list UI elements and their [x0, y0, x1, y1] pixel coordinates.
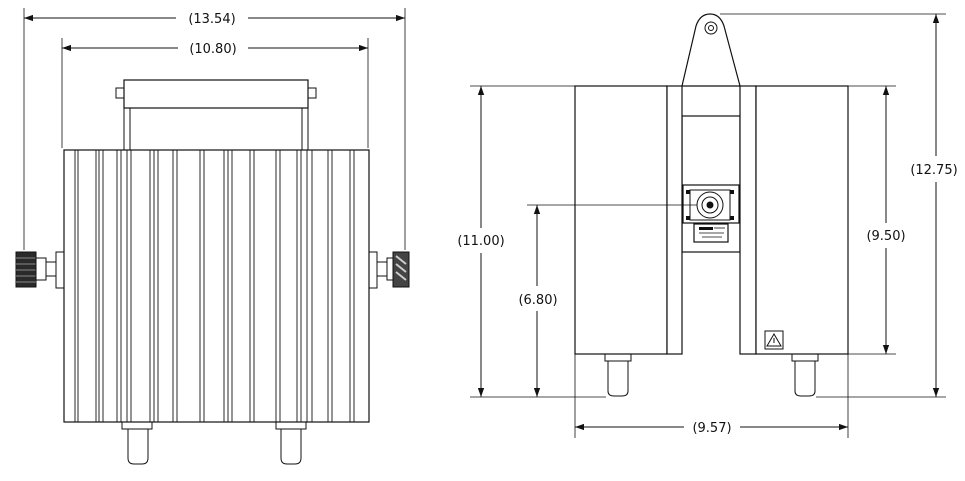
dimension-connector-height: (6.80) — [518, 205, 558, 397]
left-housing — [574, 85, 683, 355]
dimension-label-12-75: (12.75) — [910, 163, 957, 178]
right-housing — [739, 85, 849, 355]
side-feet — [604, 353, 819, 397]
dimension-inner-height: (9.50) — [866, 86, 906, 354]
finned-heatsink-body — [63, 149, 370, 423]
hot-surface-warning-icon — [764, 330, 784, 350]
dimension-overall-width: (13.54) — [24, 12, 405, 27]
left-rf-connector — [15, 251, 65, 289]
dimension-overall-height: (12.75) — [910, 14, 958, 397]
dimension-label-10-80: (10.80) — [189, 42, 236, 57]
right-rf-connector — [368, 251, 410, 289]
dimension-label-13-54: (13.54) — [188, 12, 235, 27]
dimension-label-9-50: (9.50) — [866, 229, 905, 244]
carry-handle — [115, 79, 317, 150]
dimension-body-width: (10.80) — [62, 42, 368, 57]
nameplate-icon — [693, 223, 729, 243]
front-feet — [121, 421, 307, 465]
dimension-label-6-80: (6.80) — [518, 293, 557, 308]
front-view: (13.54) (10.80) — [15, 8, 410, 465]
rf-connector-icon — [682, 184, 740, 224]
dimension-body-height: (11.00) — [457, 86, 505, 397]
dimension-label-11-00: (11.00) — [457, 234, 504, 249]
dimension-label-9-57: (9.57) — [692, 421, 731, 436]
side-view: (11.00) (6.80) (9.50) (12.75) (9.57) — [457, 13, 958, 438]
dimension-overall-width-side: (9.57) — [575, 421, 848, 436]
mounting-tab — [681, 13, 741, 87]
